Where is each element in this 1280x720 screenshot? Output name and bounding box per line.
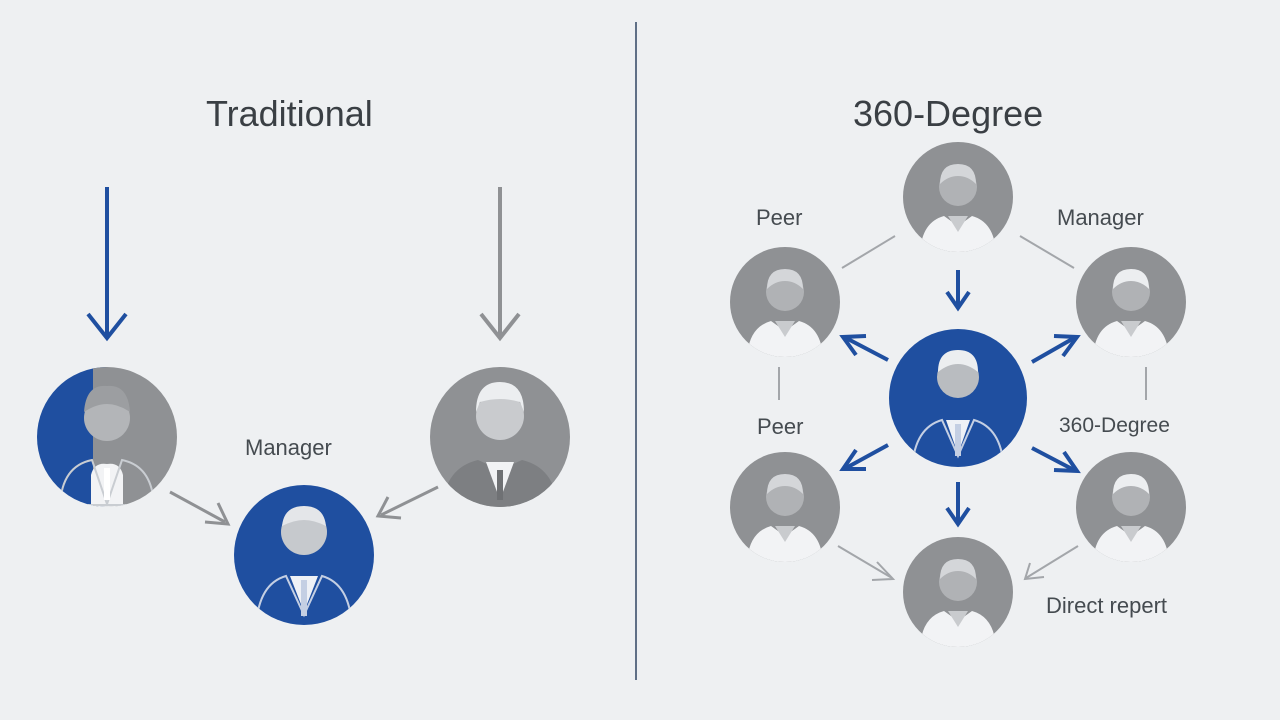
node-lower-right-person-icon <box>1076 452 1186 562</box>
node-bottom-person-icon <box>903 537 1013 647</box>
label-direct-report: Direct repert <box>1046 593 1168 618</box>
traditional-title: Traditional <box>206 93 373 134</box>
label-peer-top: Peer <box>756 205 803 230</box>
arrow-center-to-lower-right <box>1031 446 1081 474</box>
traditional-employee-right-icon <box>430 367 570 507</box>
node-center-employee-icon <box>889 329 1027 467</box>
node-upper-right-person-icon <box>1076 247 1186 357</box>
label-peer-mid: Peer <box>757 414 804 439</box>
connector-arrowhead-bottom-left <box>871 561 896 581</box>
connector-lines <box>778 235 1147 579</box>
traditional-arrow-left <box>86 187 128 342</box>
label-manager: Manager <box>1057 205 1144 230</box>
traditional-manager-icon <box>234 485 374 625</box>
node-upper-left-person-icon <box>730 247 840 357</box>
arrow-center-to-upper-right <box>1031 334 1081 364</box>
label-360-degree-right: 360-Degree <box>1059 414 1170 437</box>
traditional-manager-label: Manager <box>245 435 332 460</box>
arrow-center-to-lower-left <box>839 443 889 471</box>
arrow-center-to-bottom <box>945 482 971 528</box>
arrow-top-to-center <box>945 270 971 312</box>
traditional-arrow-right <box>479 187 521 342</box>
degree360-title: 360-Degree <box>853 93 1044 134</box>
arrow-center-to-upper-left <box>839 334 889 362</box>
connector-arrowhead-bottom-right <box>1023 562 1045 581</box>
traditional-employee-left-icon <box>37 367 177 507</box>
traditional-arrow-to-manager-right <box>375 485 439 520</box>
node-top-person-icon <box>903 142 1013 252</box>
node-lower-left-person-icon <box>730 452 840 562</box>
traditional-arrow-to-manager-left <box>169 490 231 526</box>
